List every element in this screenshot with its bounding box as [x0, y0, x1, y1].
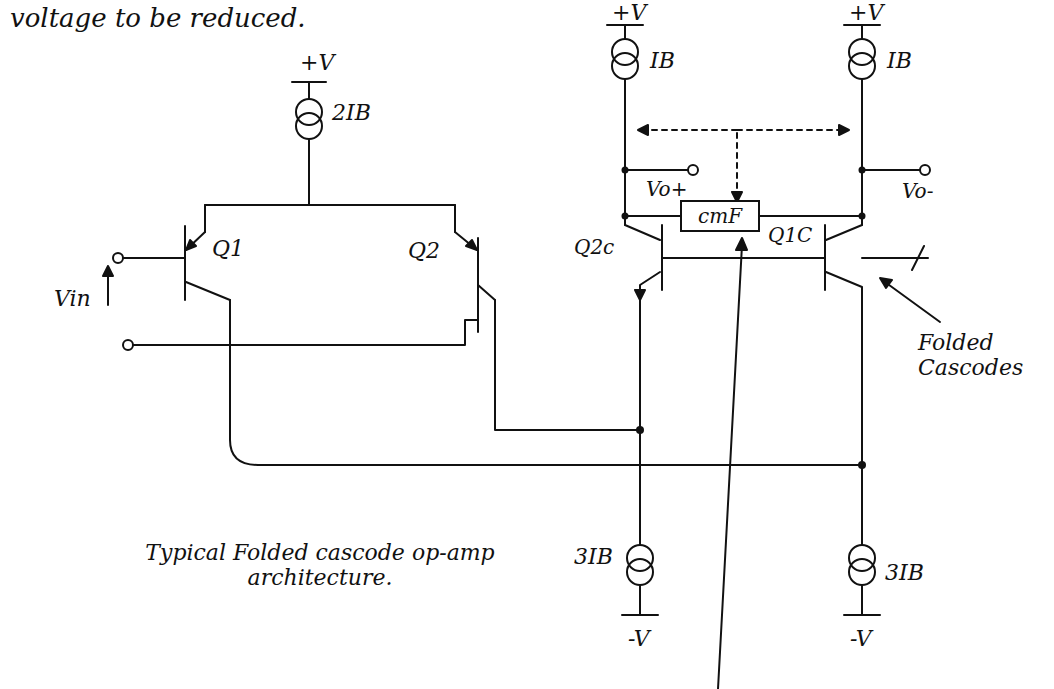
transistor-name: Q2c [574, 236, 614, 259]
current-label: IB [650, 48, 675, 73]
current-label: IB [887, 48, 912, 73]
current-label: 2IB [332, 100, 371, 125]
supply-label: +V [612, 0, 646, 25]
current-label: 3IB [574, 544, 613, 569]
signal-name: Vo- [902, 180, 933, 203]
supply-label: -V [628, 626, 650, 651]
note: Folded Cascodes [918, 330, 1046, 381]
current-label: 3IB [885, 560, 924, 585]
cmf-block: cmF [680, 200, 760, 232]
heading-note: voltage to be reduced. [10, 4, 306, 34]
transistor-name: Q2 [408, 238, 440, 263]
supply-label: +V [300, 50, 334, 75]
supply-label: -V [850, 626, 872, 651]
supply-label: +V [849, 0, 883, 25]
caption-note: Typical Folded cascode op-amp architectu… [140, 540, 500, 591]
signal-name: Vo+ [646, 178, 687, 201]
signal-name: Vin [54, 286, 91, 311]
transistor-name: Q1C [768, 224, 812, 247]
block-label: cmF [698, 204, 742, 228]
transistor-name: Q1 [212, 236, 244, 261]
